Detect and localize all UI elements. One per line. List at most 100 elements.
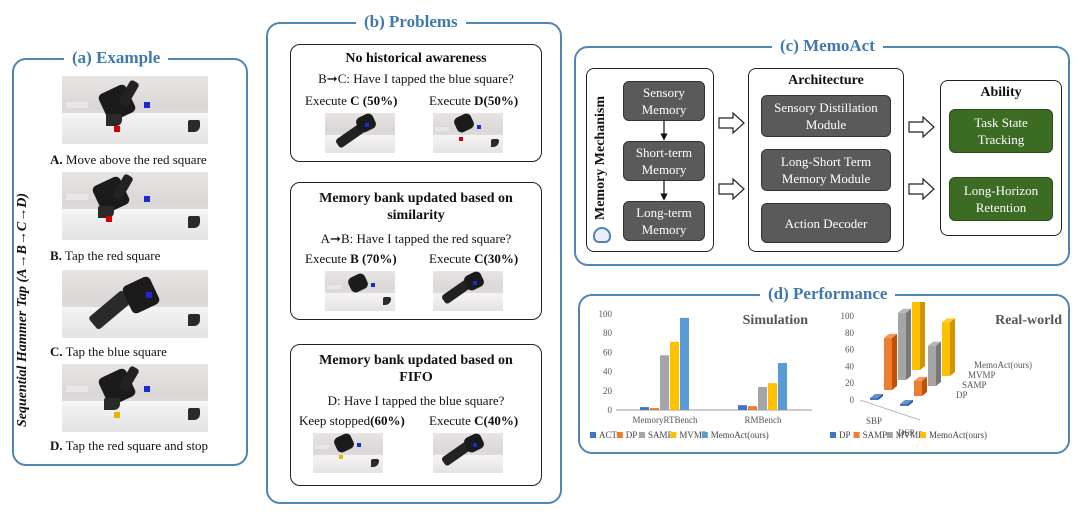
legend-label: MemoAct(ours) [929,430,987,440]
problem-card-3: Memory bank updated based on FIFO D: Hav… [290,344,542,486]
x-tick-label: SBP [866,416,882,426]
problem-question: D: Have I tapped the blue square? [327,393,505,408]
panel-example: (a) Example Sequential Hammer Tap (A→B→C… [12,48,248,466]
panel-c-title: (c) MemoAct [772,36,883,56]
x-axis [859,399,921,421]
chart-title: Simulation [743,313,809,328]
x-tick-label: DSP [898,428,915,438]
problem-card-2: Memory bank updated based on similarity … [290,182,542,320]
problem-title: Memory bank updated based on FIFO [319,353,513,385]
problem-option-2: Execute D(50%) [429,93,519,108]
bar-top-mvmp-0 [898,308,911,313]
depth-label: SAMP [962,380,987,390]
bar-top-samp-0 [884,333,897,338]
panel-problems: (b) Problems No historical awareness B➞C… [266,12,562,504]
depth-label: MVMP [968,370,996,380]
memory-flow-arrows [660,121,668,201]
bar-memoactours-0 [680,317,689,410]
y-tick-label: 80 [845,328,855,338]
problem-image-2a [325,271,395,311]
legend-swatch [639,432,645,438]
arrow-icon [908,116,935,138]
y-tick-label: 60 [845,345,855,355]
problem-image-3a [313,433,383,473]
long-horizon-retention: Long-Horizon Retention [949,177,1053,221]
problem-card-1: No historical awareness B➞C: Have I tapp… [290,44,542,162]
sensory-memory-box: Sensory Memory [623,81,705,121]
example-image-a [62,76,208,144]
memory-mechanism-box: Memory Mechanism Sensory Memory Short-te… [586,68,714,252]
bar-mvmp-1 [768,383,777,410]
problem-question: A➞B: Have I tapped the red square? [320,231,512,246]
problem-title: Memory bank updated based on similarity [319,191,513,223]
bar-act-1 [738,405,747,410]
y-tick-label: 0 [850,395,855,405]
depth-label: MemoAct(ours) [974,360,1032,370]
ability-box: Ability Task State Tracking Long-Horizon… [940,80,1062,236]
bar-samp-0 [660,355,669,410]
bar-side-dp-0 [878,394,883,400]
example-image-d [62,364,208,432]
arrow-icon [908,178,935,200]
panel-memoact: (c) MemoAct Memory Mechanism Sensory Mem… [574,36,1070,266]
bar-front-dp-0 [870,398,878,400]
bar-top-mvmp-1 [928,341,941,346]
legend-label: DP [626,430,638,440]
example-image-c [62,270,208,338]
bar-top-samp-1 [914,376,927,381]
problem-question: B➞C: Have I tapped the blue square? [318,71,514,86]
panel-a-title: (a) Example [64,48,169,68]
ability-title: Ability [980,85,1022,100]
legend-swatch [920,432,926,438]
bar-front-memoactours-1 [942,322,950,376]
problem-option-1: Execute B (70%) [305,251,397,266]
legend-label: MVMP [896,430,924,440]
legend-swatch [670,432,677,438]
bar-act-0 [640,407,649,410]
y-tick-label: 100 [841,311,855,321]
legend-swatch [701,432,708,438]
y-tick-label: 100 [599,309,613,319]
bar-memoactours-1 [778,362,787,410]
problem-image-2b [433,271,503,311]
problem-image-1b [433,113,503,153]
problem-option-2: Execute C(30%) [429,251,519,266]
bar-side-mvmp-1 [936,341,941,386]
bar-side-samp-0 [892,333,897,390]
architecture-title: Architecture [788,73,864,88]
legend-label: MVMP [679,430,707,440]
y-tick-label: 20 [603,386,613,396]
bar-top-memoactours-1 [942,318,955,323]
arrow-icon [718,112,745,134]
bar-dp-0 [650,408,659,410]
y-tick-label: 60 [603,347,613,357]
legend-swatch [830,432,836,438]
bar-front-mvmp-1 [928,345,936,386]
step-caption-c: C. Tap the blue square [50,344,167,359]
depth-label: DP [956,390,968,400]
step-caption-b: B. Tap the red square [50,248,161,263]
problem-option-1: Keep stopped(60%) [299,413,405,428]
bar-side-mvmp-0 [906,308,911,380]
bar-front-mvmp-0 [898,312,906,380]
problem-image-3b [433,433,503,473]
panel-b-title: (b) Problems [356,12,466,32]
panel-d-title: (d) Performance [760,284,896,304]
legend-label: MemoAct(ours) [711,430,769,440]
bar-front-memoactours-0 [912,302,920,370]
y-tick-label: 0 [608,405,613,415]
long-term-memory-box: Long-term Memory [623,201,705,241]
short-term-memory-box: Short-term Memory [623,141,705,181]
y-tick-label: 40 [603,367,613,377]
bar-top-dp-0 [870,394,883,398]
problem-option-2: Execute C(40%) [429,413,519,428]
architecture-box: Architecture Sensory Distillation Module… [748,68,904,252]
legend-swatch [616,432,623,438]
problem-image-1a [325,113,395,153]
sensory-distillation-module: Sensory Distillation Module [761,95,891,137]
x-tick-label: MemoryRTBench [633,415,698,425]
bar-top-dp-1 [900,400,913,404]
bar-dp-1 [748,406,757,410]
legend-label: SAMP [863,430,888,440]
